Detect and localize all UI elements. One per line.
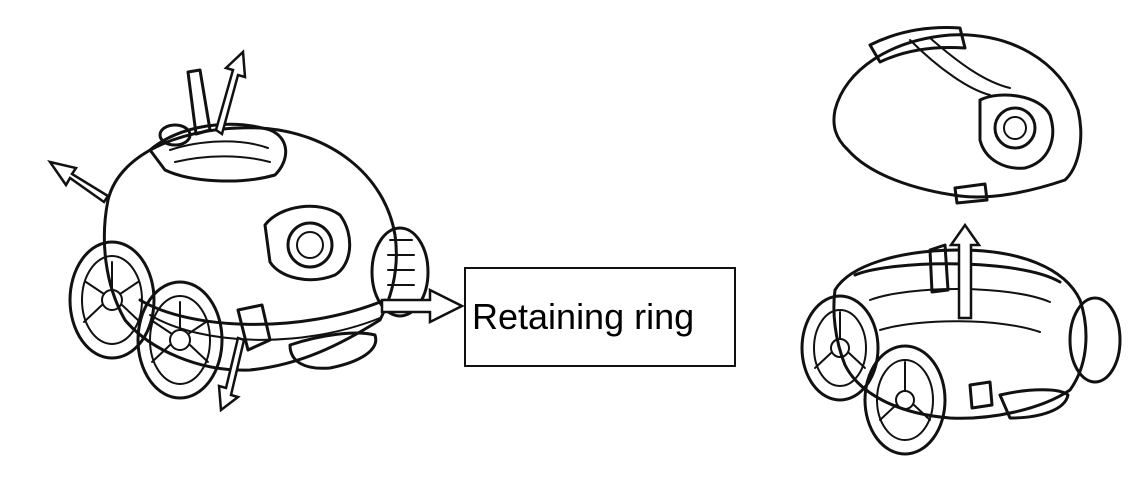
- assembled-robot-illustration: [68, 68, 430, 400]
- side-latch: [236, 303, 272, 352]
- callout-label: Retaining ring: [472, 296, 695, 337]
- remove-shell-arrow: [948, 222, 982, 320]
- lift-arrow-top-right: [214, 49, 247, 137]
- detached-top-shell-illustration: [832, 26, 1083, 205]
- front-porthole: [286, 221, 334, 269]
- front-left-wheel: [136, 280, 224, 400]
- callout-arrow: [380, 287, 465, 325]
- retaining-ring-callout: Retaining ring: [464, 267, 736, 367]
- shell-porthole: [993, 106, 1037, 150]
- lift-arrow-top-left: [47, 160, 110, 204]
- release-arrow-bottom: [217, 336, 246, 413]
- rear-left-wheel: [68, 240, 156, 360]
